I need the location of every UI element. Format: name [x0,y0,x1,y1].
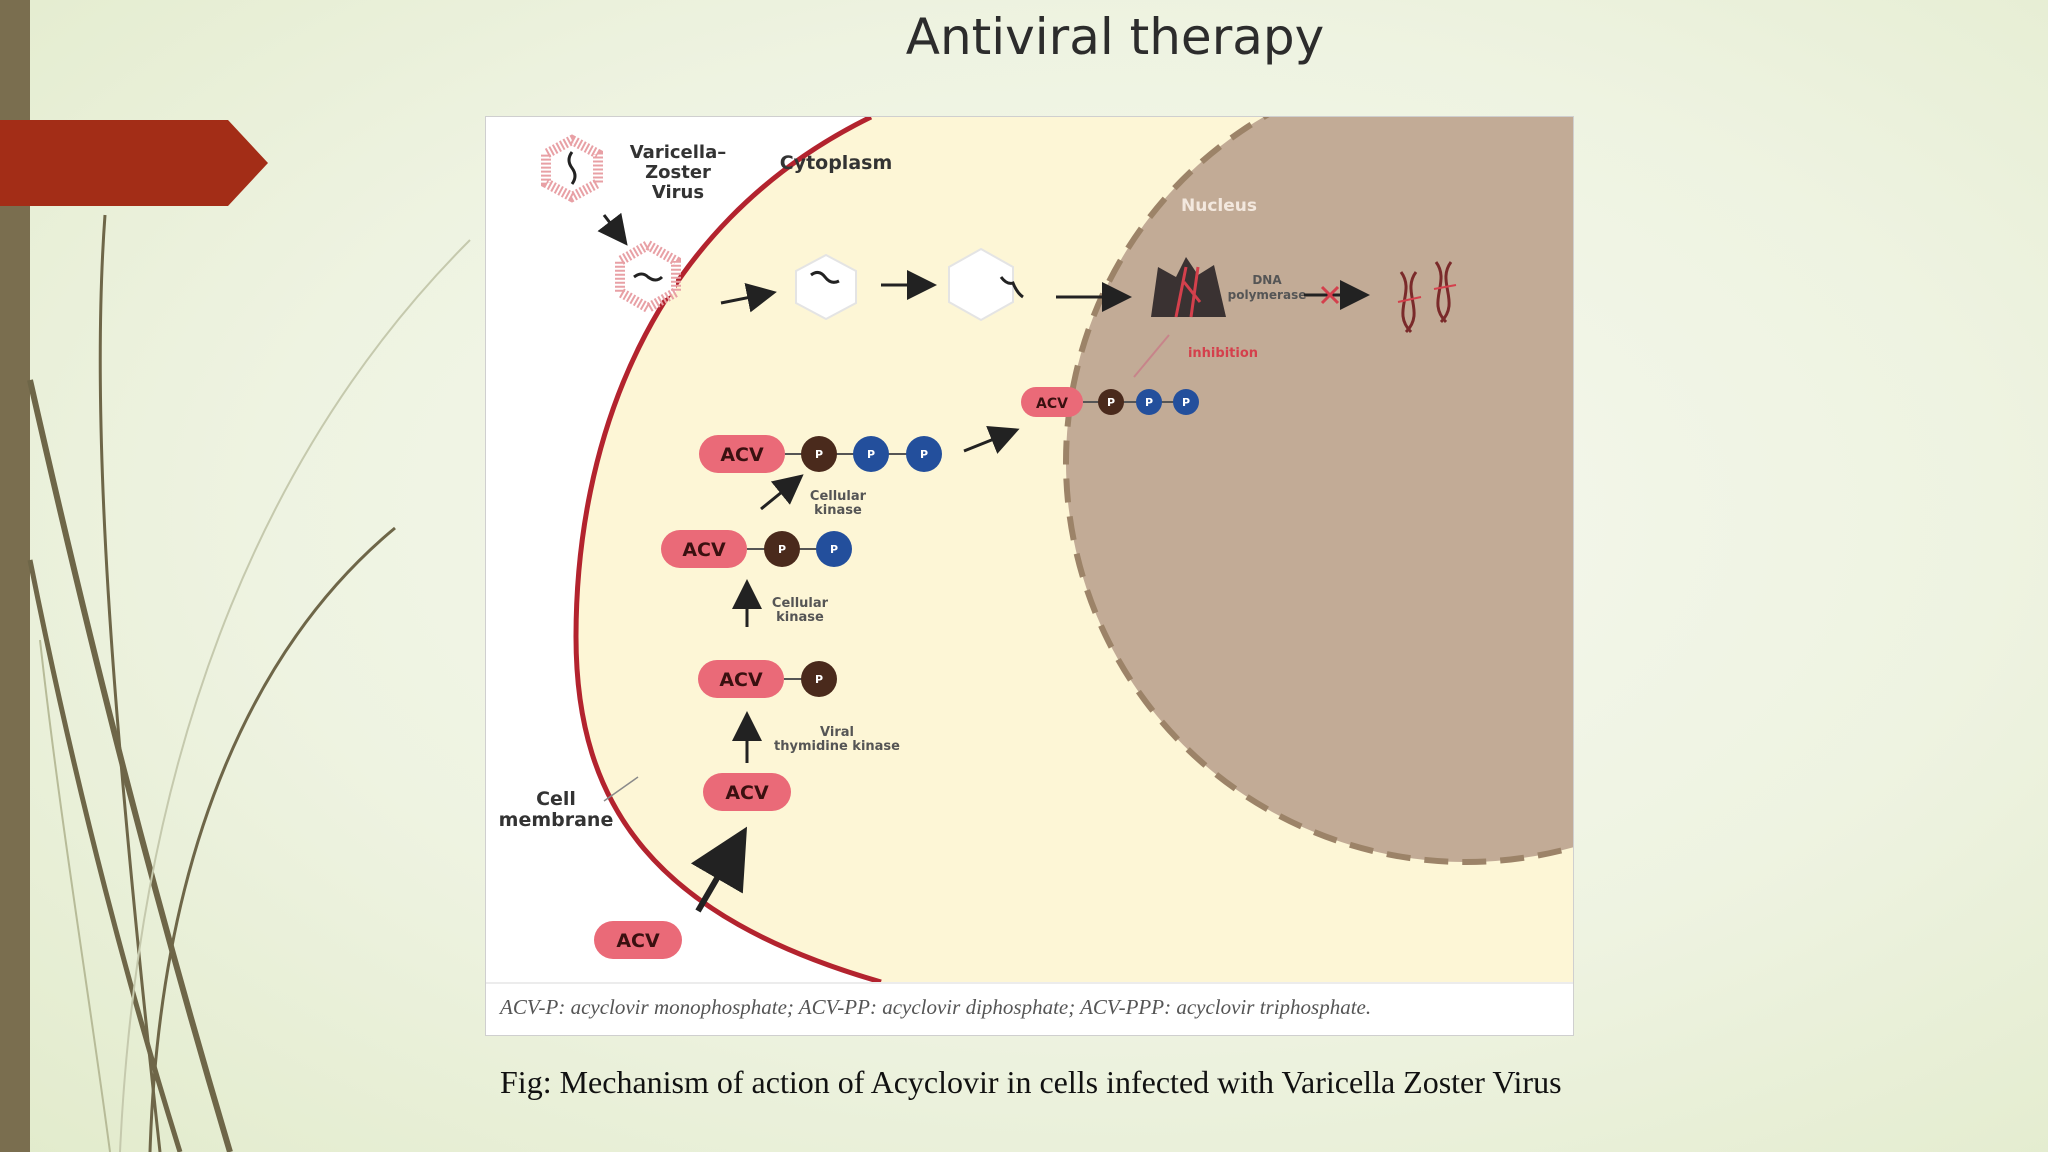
svg-text:ACV: ACV [1036,396,1068,412]
svg-text:ACV: ACV [682,539,726,561]
blocked-x-icon [1320,285,1340,305]
virus-label-3: Virus [652,182,704,203]
inhibition-label: inhibition [1188,346,1258,361]
svg-text:P: P [1145,396,1153,409]
viral-tk-label-1: Viral [820,725,854,740]
capsid-docking-icon [948,247,1024,322]
acv-monophosphate: ACV P [698,660,837,698]
acv-inside-cell: ACV [703,773,791,811]
dna-strand-icon [1397,261,1457,334]
cellular-kinase-label-4: kinase [776,610,824,625]
cell-membrane-label-2: membrane [499,809,614,831]
acv-triphosphate-nucleus: ACV P P P [1021,387,1199,417]
svg-text:P: P [1182,396,1190,409]
slide-title: Antiviral therapy [905,8,1325,66]
acv-diphosphate: ACV P P [661,530,852,568]
acv-outside-cell: ACV [594,921,682,959]
dna-polymerase-label-1: DNA [1252,273,1282,287]
cellular-kinase-label-3: Cellular [772,596,829,611]
cytoplasm-label: Cytoplasm [780,152,893,174]
virus-label-1: Varicella– [630,142,727,163]
svg-text:ACV: ACV [720,444,764,466]
cellular-kinase-label-1: Cellular [810,489,867,504]
viral-tk-label-2: thymidine kinase [774,739,900,754]
svg-text:P: P [920,448,928,461]
red-arrow-banner [0,120,268,206]
capsid-icon [795,253,857,321]
svg-text:ACV: ACV [725,782,769,804]
mechanism-diagram: Varicella– Zoster Virus Cytoplasm Nucleu… [486,117,1573,984]
svg-text:P: P [867,448,875,461]
acyclovir-mechanism-figure: Varicella– Zoster Virus Cytoplasm Nucleu… [485,116,1574,1036]
svg-text:P: P [778,543,786,556]
cellular-kinase-label-2: kinase [814,503,862,518]
svg-text:P: P [1107,396,1115,409]
figure-legend: ACV-P: acyclovir monophosphate; ACV-PP: … [500,995,1372,1019]
svg-text:P: P [815,673,823,686]
svg-text:P: P [815,448,823,461]
virus-label-2: Zoster [645,162,711,183]
dna-polymerase-label-2: polymerase [1228,288,1307,302]
virus-entering-icon [615,239,681,314]
svg-text:ACV: ACV [719,669,763,691]
svg-text:P: P [830,543,838,556]
svg-text:ACV: ACV [616,930,660,952]
virus-icon [541,134,603,203]
cell-membrane-label-1: Cell [536,788,576,810]
acv-triphosphate: ACV P P P [699,435,942,473]
dna-polymerase-icon [1151,257,1226,318]
figure-caption: Fig: Mechanism of action of Acyclovir in… [500,1064,1562,1100]
nucleus-label: Nucleus [1181,196,1257,216]
